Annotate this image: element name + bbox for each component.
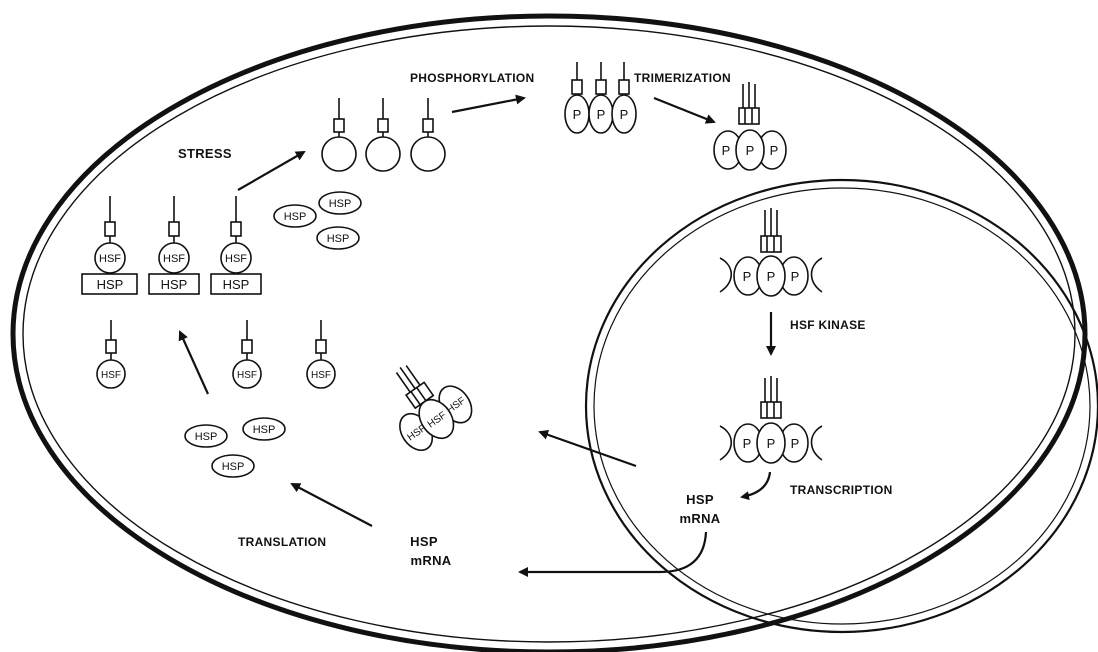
- nucleus: [586, 180, 1098, 632]
- hsp-cluster-translated: HSP HSP HSP: [185, 418, 285, 477]
- svg-text:P: P: [791, 436, 800, 451]
- svg-text:HSF: HSF: [101, 370, 121, 381]
- svg-text:HSP: HSP: [284, 211, 307, 223]
- svg-text:P: P: [743, 269, 752, 284]
- phosphorylated-monomer: P: [612, 62, 636, 133]
- hsf-monomer-stressed: [411, 98, 445, 171]
- svg-text:P: P: [620, 107, 629, 122]
- svg-text:P: P: [791, 269, 800, 284]
- hsf-trimer-cytoplasm: P P P: [714, 82, 786, 170]
- phosphorylated-monomer: P: [589, 62, 613, 133]
- svg-text:HSP: HSP: [223, 277, 250, 292]
- arrow-trimerization: [654, 98, 714, 122]
- arrow-translation: [292, 484, 372, 526]
- label-transcription: TRANSCRIPTION: [790, 483, 893, 497]
- svg-text:P: P: [767, 436, 776, 451]
- hsf-monomer: HSF: [307, 320, 335, 388]
- hsf-monomer: HSF: [97, 320, 125, 388]
- hsf-hsp-complex: HSF HSP: [82, 196, 137, 294]
- hsf-trimer-transcribing: P P P: [720, 376, 822, 463]
- svg-text:HSF: HSF: [163, 253, 185, 265]
- svg-text:P: P: [743, 436, 752, 451]
- svg-text:HSP: HSP: [195, 431, 218, 443]
- label-phosphorylation: PHOSPHORYLATION: [410, 71, 535, 85]
- svg-text:HSF: HSF: [311, 370, 331, 381]
- svg-text:HSP: HSP: [222, 461, 245, 473]
- phosphorylated-monomer: P: [565, 62, 589, 133]
- arrow-transcription: [742, 472, 770, 497]
- hsf-monomer-stressed: [366, 98, 400, 171]
- svg-text:HSP: HSP: [329, 198, 352, 210]
- label-hsp-mrna-nucleus-1: HSP: [686, 492, 714, 507]
- arrow-mrna-export: [520, 532, 706, 572]
- label-hsp-mrna-cytoplasm-2: mRNA: [411, 553, 452, 568]
- arrow-hsp-rebinding: [180, 332, 208, 394]
- svg-text:P: P: [573, 107, 582, 122]
- svg-text:P: P: [597, 107, 606, 122]
- hsp-cluster-released: HSP HSP HSP: [274, 192, 361, 249]
- svg-text:HSP: HSP: [327, 233, 350, 245]
- label-hsf-kinase: HSF KINASE: [790, 318, 866, 332]
- svg-text:HSF: HSF: [237, 370, 257, 381]
- svg-text:P: P: [722, 143, 731, 158]
- label-trimerization: TRIMERIZATION: [634, 71, 731, 85]
- svg-text:HSP: HSP: [97, 277, 124, 292]
- svg-text:P: P: [767, 269, 776, 284]
- svg-text:HSF: HSF: [225, 253, 247, 265]
- arrow-phosphorylation: [452, 98, 524, 112]
- svg-text:P: P: [746, 143, 755, 158]
- cell-membrane: [13, 16, 1085, 652]
- hsf-trimer-dna-bound: P P P: [720, 208, 822, 296]
- hsf-hsp-complex: HSF HSP: [149, 196, 199, 294]
- hsf-monomer: HSF: [233, 320, 261, 388]
- svg-text:HSP: HSP: [253, 424, 276, 436]
- svg-text:HSP: HSP: [161, 277, 188, 292]
- label-stress: STRESS: [178, 146, 232, 161]
- arrow-stress: [238, 152, 304, 190]
- svg-text:HSF: HSF: [99, 253, 121, 265]
- hsf-trimer-exported: HSF HSF HSF: [369, 346, 479, 458]
- label-hsp-mrna-nucleus-2: mRNA: [680, 511, 721, 526]
- hsf-hsp-complex: HSF HSP: [211, 196, 261, 294]
- label-hsp-mrna-cytoplasm-1: HSP: [410, 534, 438, 549]
- label-translation: TRANSLATION: [238, 535, 326, 549]
- hsf-monomer-stressed: [322, 98, 356, 171]
- svg-text:P: P: [770, 143, 779, 158]
